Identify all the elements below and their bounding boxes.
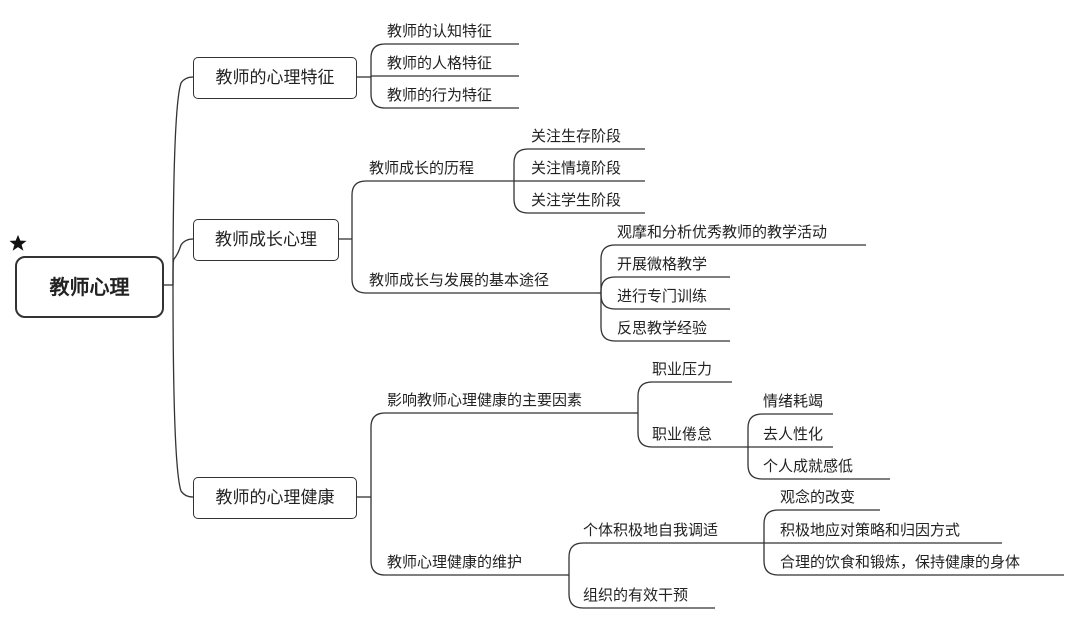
connector-line [747,413,833,447]
connector-line [370,497,565,576]
branch-node-teacher-health[interactable]: 教师的心理健康 [193,477,357,519]
branch-node-teacher-traits[interactable]: 教师的心理特征 [193,57,357,99]
leaf-node[interactable]: 职业压力 [652,359,712,379]
leaf-node[interactable]: 教师的行为特征 [387,85,492,105]
connector-line [513,181,645,214]
subtopic-label: 教师心理健康的维护 [387,553,523,571]
connector-line [568,542,760,575]
leaf-label: 个人成就感低 [763,457,854,475]
leaf-label: 教师的认知特征 [387,22,493,40]
subtopic-label: 影响教师心理健康的主要因素 [387,391,583,409]
root-label: 教师心理 [49,275,130,299]
leaf-label: 积极地应对策略和归因方式 [780,521,961,539]
leaf-label: 关注学生阶段 [531,191,622,209]
leaf-label: 职业压力 [652,360,713,378]
connector-line [600,244,866,293]
connector-line [763,543,1064,576]
subtopic-label: 职业倦怠 [652,425,713,443]
star-icon [9,234,27,251]
connector-line [600,276,730,293]
leaf-label: 去人性化 [763,425,824,443]
branch-node-teacher-growth[interactable]: 教师成长心理 [193,219,339,261]
connector-line [747,447,890,480]
leaf-node[interactable]: 教师的认知特征 [387,21,492,41]
subtopic-node[interactable]: 教师成长的历程 [369,158,474,178]
connector-line [513,148,645,181]
connector-line [637,381,732,413]
branch-label: 教师成长心理 [215,230,317,250]
subtopic-node[interactable]: 影响教师心理健康的主要因素 [387,390,582,410]
connector-line [370,412,634,497]
leaf-label: 关注生存阶段 [531,127,622,145]
branch-label: 教师的心理健康 [215,488,335,508]
leaf-node[interactable]: 观摩和分析优秀教师的教学活动 [617,222,827,242]
connector-line [370,43,519,77]
connector-line [637,413,745,448]
leaf-label: 教师的人格特征 [387,54,493,72]
connector-line [600,293,730,342]
branch-label: 教师的心理特征 [215,68,335,88]
connector-line [172,238,194,286]
connector-line [370,75,519,78]
leaf-label: 开展微格教学 [617,255,708,273]
connector-line [351,180,497,239]
leaf-node[interactable]: 进行专门训练 [617,286,707,306]
leaf-node[interactable]: 关注生存阶段 [531,126,621,146]
leaf-node[interactable]: 反思教学经验 [617,318,707,338]
connector-line [568,575,715,609]
leaf-node[interactable]: 组织的有效干预 [583,585,688,605]
leaf-node[interactable]: 积极地应对策略和归因方式 [780,520,960,540]
subtopic-node[interactable]: 教师成长与发展的基本途径 [369,270,549,290]
subtopic-label: 教师成长的历程 [369,159,475,177]
leaf-label: 反思教学经验 [617,319,708,337]
leaf-node[interactable]: 去人性化 [763,424,823,444]
connector-line [370,77,519,109]
leaf-label: 教师的行为特征 [387,86,493,104]
connector-line [172,284,194,498]
leaf-label: 组织的有效干预 [583,586,689,604]
leaf-node[interactable]: 观念的改变 [780,487,855,507]
root-node[interactable]: 教师心理 [15,256,164,318]
leaf-label: 观摩和分析优秀教师的教学活动 [617,223,828,241]
leaf-node[interactable]: 关注情境阶段 [531,158,621,178]
leaf-node[interactable]: 情绪耗竭 [763,391,823,411]
connector-line [763,509,880,543]
leaf-node[interactable]: 个人成就感低 [763,456,853,476]
subtopic-label: 个体积极地自我调适 [583,521,719,539]
connector-line [172,76,194,286]
leaf-label: 观念的改变 [780,488,856,506]
connector-line [351,239,597,294]
subtopic-node[interactable]: 教师心理健康的维护 [387,552,522,572]
leaf-node[interactable]: 合理的饮食和锻炼，保持健康的身体 [780,552,1020,572]
leaf-node[interactable]: 教师的人格特征 [387,53,492,73]
subtopic-label: 教师成长与发展的基本途径 [369,271,550,289]
leaf-node[interactable]: 开展微格教学 [617,254,707,274]
leaf-node[interactable]: 关注学生阶段 [531,190,621,210]
leaf-label: 合理的饮食和锻炼，保持健康的身体 [780,553,1021,571]
subtopic-node[interactable]: 职业倦怠 [652,424,712,444]
subtopic-node[interactable]: 个体积极地自我调适 [583,520,718,540]
leaf-label: 情绪耗竭 [763,392,824,410]
leaf-label: 关注情境阶段 [531,159,622,177]
leaf-label: 进行专门训练 [617,287,708,305]
